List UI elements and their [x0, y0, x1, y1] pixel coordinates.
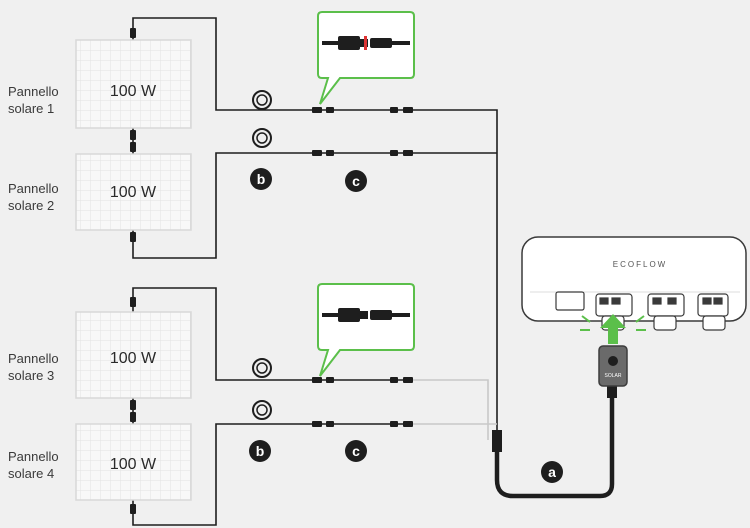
- solar-panel-2: 100 W: [75, 153, 192, 231]
- solar-panel-3: 100 W: [75, 311, 192, 399]
- device-port-right: [697, 293, 729, 331]
- lower-wiring: [132, 287, 497, 526]
- insert-highlight: [580, 315, 646, 331]
- marker-b-lower: b: [249, 440, 271, 462]
- mc4-connector-icon-upper: [322, 36, 410, 50]
- marker-c-upper: c: [345, 170, 367, 192]
- main-cable: [492, 384, 617, 499]
- solar-panel-2-power: 100 W: [110, 184, 157, 201]
- panel-label-4-line2: solare 4: [8, 466, 55, 481]
- marker-a: a: [541, 461, 563, 483]
- marker-c-lower: c: [345, 440, 367, 462]
- connector-callout-lower: [317, 283, 415, 377]
- panel-label-4: Pannello solare 4: [8, 448, 59, 482]
- solar-plug-label: SOLAR: [605, 373, 622, 379]
- upper-wiring: [132, 17, 498, 440]
- marker-b-lower-label: b: [256, 443, 265, 459]
- panel-lead-connectors: [130, 28, 136, 514]
- solar-panel-3-power: 100 W: [110, 350, 157, 367]
- coil-icon-1: [252, 90, 272, 110]
- solar-panel-1: 100 W: [75, 39, 192, 129]
- marker-b-upper-label: b: [257, 171, 266, 187]
- panel-label-4-line1: Pannello: [8, 449, 59, 464]
- marker-c-upper-label: c: [352, 173, 360, 189]
- marker-a-label: a: [548, 464, 556, 480]
- solar-plug: SOLAR: [598, 345, 628, 387]
- panel-label-3-line2: solare 3: [8, 368, 55, 383]
- panel-label-1: Pannello solare 1: [8, 83, 59, 117]
- connector-callout-upper: [317, 11, 415, 105]
- solar-panel-1-power: 100 W: [110, 83, 157, 100]
- marker-b-upper: b: [250, 168, 272, 190]
- marker-c-lower-label: c: [352, 443, 360, 459]
- panel-label-3-line1: Pannello: [8, 351, 59, 366]
- device-brand: ECOFLOW: [613, 260, 667, 269]
- panel-label-2-line2: solare 2: [8, 198, 55, 213]
- cable-connectors: [312, 107, 413, 427]
- coil-icon-3: [252, 358, 272, 378]
- panel-label-2: Pannello solare 2: [8, 180, 59, 214]
- mc4-connector-icon-lower: [322, 308, 410, 322]
- power-station: ECOFLOW: [521, 236, 747, 331]
- coiled-cable-icons: [252, 90, 272, 420]
- panel-label-1-line1: Pannello: [8, 84, 59, 99]
- device-port-mid: [647, 293, 685, 331]
- coil-icon-2: [252, 128, 272, 148]
- panel-label-2-line1: Pannello: [8, 181, 59, 196]
- up-arrow-icon: [600, 314, 626, 344]
- solar-panel-4: 100 W: [75, 423, 192, 501]
- solar-panel-4-power: 100 W: [110, 456, 157, 473]
- panel-label-3: Pannello solare 3: [8, 350, 59, 384]
- panel-label-1-line2: solare 1: [8, 101, 55, 116]
- coil-icon-4: [252, 400, 272, 420]
- device-port-left: [555, 291, 585, 311]
